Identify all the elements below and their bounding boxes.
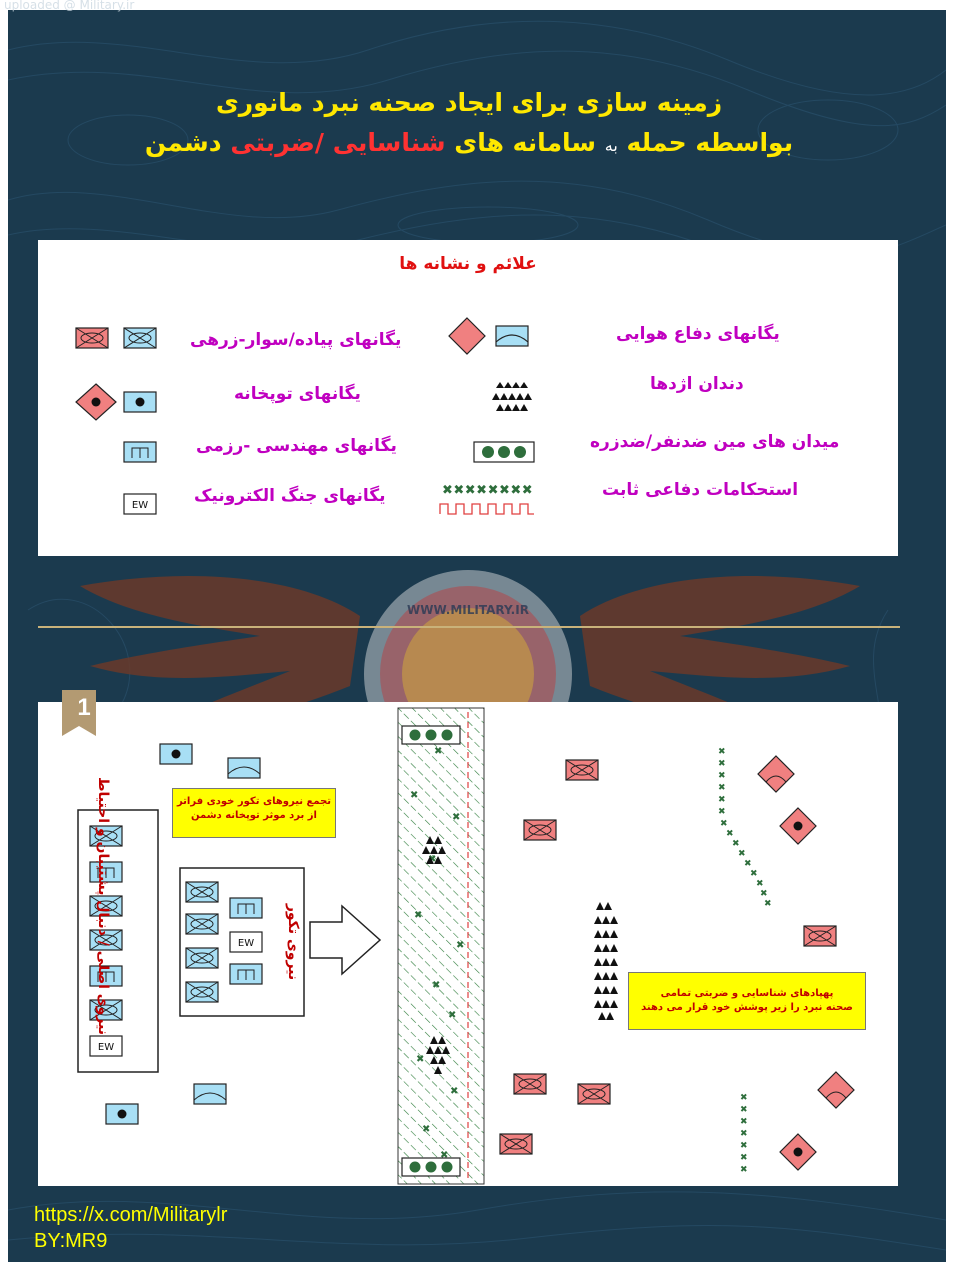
svg-text:✖✖✖ ✖✖✖ ✖✖✖: ✖✖✖ ✖✖✖ ✖✖✖ ✖✖✖ <box>410 746 464 1161</box>
note2-line1: پهپادهای شناسایی و ضربتی تمامی <box>660 988 834 999</box>
enemy-air-defense-1 <box>757 755 795 793</box>
section-divider <box>38 626 900 628</box>
assault-force-box: EW <box>179 867 305 1017</box>
enemy-air-defense-2 <box>817 1071 855 1109</box>
panel-number: 1 <box>77 694 91 721</box>
footer-author: BY:MR9 <box>34 1230 108 1252</box>
infantry-armor-enemy-symbol <box>75 327 109 349</box>
air-defense-enemy-symbol <box>448 317 486 355</box>
title-part-recon-strike: شناسایی /ضربتی <box>230 128 446 157</box>
note-friendly-assembly: تجمع نیروهای تکور خودی فراتر از برد موثر… <box>172 788 336 838</box>
title-part-to: به <box>604 136 618 155</box>
electronic-warfare-symbol: EW <box>123 493 157 515</box>
assault-force-label: نیروی تکور <box>285 903 301 981</box>
minefield-symbol <box>473 441 535 463</box>
main-title-line1: زمینه سازی برای ایجاد صحنه نبرد مانوری <box>215 88 723 117</box>
legend-label-dragon-teeth: دندان اژدها <box>650 374 744 394</box>
logo-url-text: WWW.MILITARY.IR <box>407 603 529 617</box>
legend-label-electronic-warfare: یگانهای جنگ الکترونیک <box>194 486 386 506</box>
engineer-friendly-symbol <box>123 441 157 463</box>
friendly-air-defense-2 <box>193 1083 227 1105</box>
minefield-south <box>401 1157 461 1177</box>
scenario-panel: ✖✖✖ ✖✖✖ ✖✖✖ ✖✖✖ <box>38 702 898 1186</box>
title-part-systems: سامانه های <box>454 128 597 157</box>
mine-line-southeast: ✖✖✖✖ ✖✖✖ <box>740 1093 751 1175</box>
minefield-north <box>401 725 461 745</box>
dragon-teeth-symbol <box>492 382 532 411</box>
upload-watermark: uploaded @ Military.ir <box>4 0 135 12</box>
scenario-map: ✖✖✖ ✖✖✖ ✖✖✖ ✖✖✖ <box>77 707 855 1185</box>
friendly-artillery-2 <box>105 1103 139 1125</box>
friendly-air-defense-1 <box>227 757 261 779</box>
note-enemy-drones: پهپادهای شناسایی و ضربتی تمامی صحنه نبرد… <box>628 972 866 1030</box>
legend-label-fortifications: استحکامات دفاعی ثابت <box>602 480 799 500</box>
fortifications-symbol: ✖✖✖✖✖✖✖✖ <box>439 483 534 515</box>
friendly-artillery-1 <box>159 743 193 765</box>
assault-force-ew-text: EW <box>238 938 254 949</box>
note1-line1: تجمع نیروهای تکور خودی فراتر <box>176 796 332 807</box>
enemy-infantry-6 <box>499 1133 533 1155</box>
legend-label-artillery: یگانهای توپخانه <box>234 384 361 404</box>
legend-label-minefields: میدان های مین ضدنفر/ضدزره <box>590 432 840 452</box>
note1-line2: از برد موثر توپخانه دشمن <box>191 810 317 821</box>
footer-url[interactable]: https://x.com/Militarylr <box>34 1204 228 1226</box>
svg-text:✖✖✖✖✖✖✖✖: ✖✖✖✖✖✖✖✖ <box>442 483 533 498</box>
legend-label-engineer: یگانهای مهندسی -رزمی <box>196 436 397 456</box>
title-part-attack: بواسطه حمله <box>626 128 794 157</box>
winged-emblem-logo: WWW.MILITARY.IR <box>80 570 860 778</box>
dragon-teeth-line-east <box>594 902 618 1020</box>
enemy-infantry-5 <box>577 1083 611 1105</box>
panel-number-tab <box>62 690 96 736</box>
legend-label-infantry-armor: یگانهای پیاده/سوار-زرهی <box>190 330 402 350</box>
note2-line2: صحنه نبرد را زیر پوشش خود قرار می دهند <box>641 1002 853 1013</box>
artillery-enemy-symbol <box>75 383 117 421</box>
advance-arrow <box>309 904 382 976</box>
fortified-defensive-strip: ✖✖✖ ✖✖✖ ✖✖✖ ✖✖✖ <box>397 707 485 1185</box>
enemy-infantry-4 <box>513 1073 547 1095</box>
enemy-infantry-2 <box>523 819 557 841</box>
air-defense-friendly-symbol <box>495 325 529 347</box>
artillery-friendly-symbol <box>123 391 157 413</box>
enemy-infantry-3 <box>803 925 837 947</box>
title-part-enemy: دشمن <box>144 128 222 157</box>
enemy-artillery-2 <box>779 1133 817 1171</box>
topographic-background <box>8 20 946 1251</box>
mine-line-east: ✖✖✖✖ ✖✖✖✖ ✖✖✖✖ ✖✖✖ <box>718 747 772 909</box>
main-force-label: نیروی اصلی / دنبال پشتیبان و احتیاط <box>95 776 111 1035</box>
main-force-ew-text: EW <box>98 1042 114 1053</box>
legend-symbols: ✖✖✖✖✖✖✖✖ EW <box>75 317 535 515</box>
main-title-line2: بواسطه حمله به سامانه های شناسایی /ضربتی… <box>0 128 938 157</box>
legend-label-air-defense: یگانهای دفاع هوایی <box>616 324 780 344</box>
infantry-armor-friendly-symbol <box>123 327 157 349</box>
legend-title: علائم و نشانه ها <box>399 254 537 274</box>
enemy-artillery-1 <box>779 807 817 845</box>
main-force-box: EW <box>77 809 159 1073</box>
dragon-teeth-strip-1 <box>422 836 446 864</box>
legend-box: علائم و نشانه ها یگانهای دفاع هوایی یگان… <box>38 240 898 556</box>
dragon-teeth-strip-2 <box>426 1036 450 1074</box>
enemy-infantry-1 <box>565 759 599 781</box>
ew-symbol-text: EW <box>132 500 148 511</box>
